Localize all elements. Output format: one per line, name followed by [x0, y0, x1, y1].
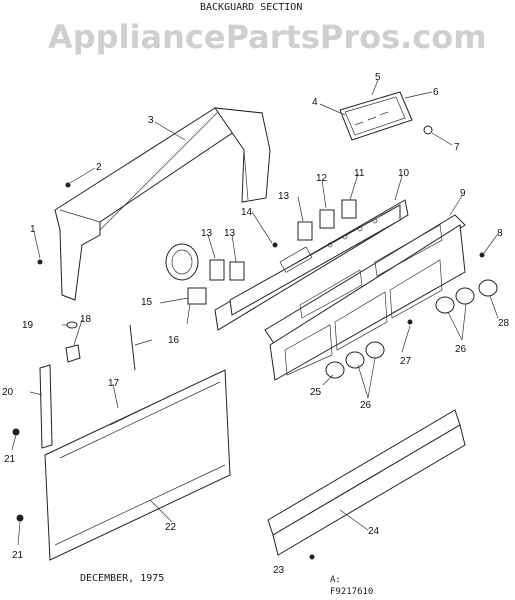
- part-12-switch: [319, 209, 335, 229]
- callout-11: 11: [354, 168, 365, 179]
- callout-1: 1: [30, 224, 36, 235]
- callout-24: 24: [368, 526, 380, 537]
- callout-10: 10: [398, 168, 410, 179]
- part-5-clock-bezel: [339, 91, 413, 141]
- callout-2: 2: [96, 162, 102, 173]
- callout-23: 23: [273, 565, 285, 576]
- part-10-control-panel: [214, 199, 409, 331]
- part-2-screw: [65, 182, 71, 188]
- footer-date: DECEMBER, 1975: [80, 573, 164, 584]
- callout-6: 6: [433, 87, 439, 98]
- diagram-title: BACKGUARD SECTION: [200, 2, 302, 13]
- callout-13-upper: 13: [278, 191, 290, 202]
- part-24-lower-trim: [267, 409, 466, 556]
- part-11-switch: [341, 199, 357, 219]
- leader-lines: [11, 79, 499, 546]
- callout-15: 15: [141, 297, 153, 308]
- part-1-screw: [37, 259, 43, 265]
- callout-21-lower: 21: [12, 550, 24, 561]
- callout-13-left: 13: [201, 228, 213, 239]
- callout-5: 5: [375, 72, 381, 83]
- callout-13-mid: 13: [224, 228, 236, 239]
- footer-ref-line1: A:: [330, 575, 341, 585]
- callout-labels: 1 2 3 4 5 6 7 8 9 10 11 12 13 13 13 14 1…: [2, 72, 510, 576]
- callout-3: 3: [148, 115, 154, 126]
- callout-21-upper: 21: [4, 454, 16, 465]
- part-18-bracket: [65, 344, 81, 363]
- callout-12: 12: [316, 173, 328, 184]
- callout-28: 28: [498, 318, 510, 329]
- part-27-screw: [407, 319, 413, 325]
- part-7-screw: [423, 125, 433, 135]
- callout-17: 17: [108, 378, 120, 389]
- part-3-top-trim: [54, 107, 271, 301]
- part-14-screw: [272, 242, 278, 248]
- callout-26-upper: 26: [455, 344, 467, 355]
- part-22-back-panel: [44, 369, 231, 561]
- part-13-switch-upper: [297, 221, 313, 241]
- callout-20: 20: [2, 387, 14, 398]
- part-21-screw-upper: [12, 428, 20, 436]
- callout-8: 8: [497, 228, 503, 239]
- part-20-side-bracket: [39, 364, 53, 449]
- part-8-screw: [479, 252, 485, 258]
- part-23-screw: [309, 554, 315, 560]
- part-13-switch-mid: [229, 261, 245, 281]
- part-21-screw-lower: [16, 514, 24, 522]
- callout-18: 18: [80, 314, 92, 325]
- callout-4: 4: [312, 97, 318, 108]
- callout-14: 14: [241, 207, 253, 218]
- callout-7: 7: [454, 142, 460, 153]
- callout-19: 19: [22, 320, 34, 331]
- callout-16: 16: [168, 335, 180, 346]
- knobs-upper: [435, 279, 498, 314]
- watermark: AppliancePartsPros.com: [48, 18, 487, 56]
- part-15-timer: [165, 243, 207, 325]
- callout-22: 22: [165, 522, 177, 533]
- callout-26-lower: 26: [360, 400, 372, 411]
- part-9-trim-frame: [264, 214, 466, 381]
- part-16-rod: [129, 324, 136, 371]
- part-19-grommet: [66, 321, 78, 329]
- callout-27: 27: [400, 356, 412, 367]
- callout-25: 25: [310, 387, 322, 398]
- part-13-switch-left: [209, 259, 225, 281]
- footer-ref-line2: F9217610: [330, 587, 373, 597]
- knobs-lower: [325, 341, 385, 379]
- callout-9: 9: [460, 188, 466, 199]
